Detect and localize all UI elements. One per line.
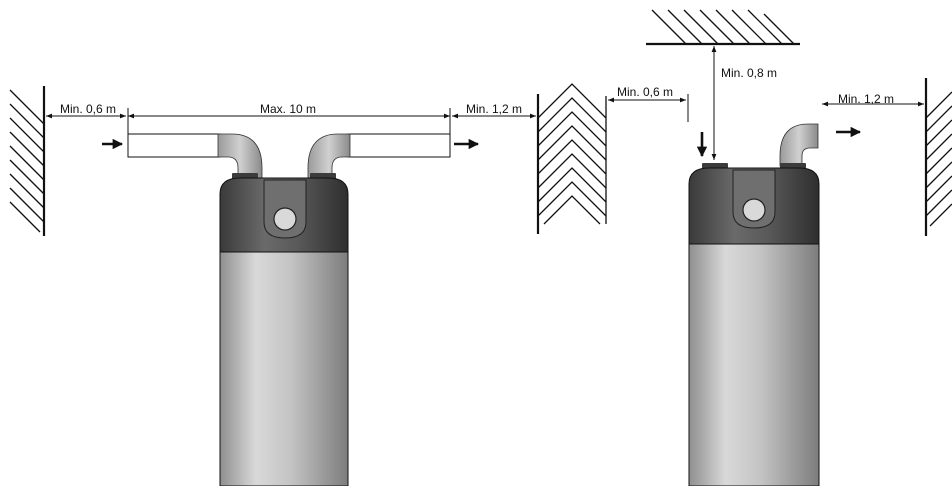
left-ducts [127,133,451,179]
left-outlet-clearance-label: Min. 1,2 m [466,102,522,116]
right-heat-pump-tank [688,163,820,487]
left-wall-hatch [9,86,46,236]
right-installation: Min. 0,8 m Min. 0,6 m Min. 1,2 m [608,9,952,487]
ceiling-clearance-label: Min. 0,8 m [721,66,777,80]
left-wall-clearance-label: Min. 0,6 m [60,102,116,116]
left-heat-pump-tank [219,173,349,487]
left-dimension-lines [46,108,536,136]
right-outlet-clearance-label: Min. 1,2 m [838,92,894,106]
tank-handle-icon [273,207,297,231]
right-outlet-elbow [779,123,819,167]
right-wall-clearance-label: Min. 0,6 m [617,85,673,99]
left-installation: Min. 0,6 m Max. 10 m Min. 1,2 m [9,83,607,487]
tank-handle-icon [742,198,766,222]
right-wall-hatch [924,78,952,236]
right-flow-arrows [696,126,862,158]
max-duct-length-label: Max. 10 m [260,102,316,116]
middle-wall-hatch [536,83,607,234]
right-dimension-lines [608,46,924,160]
ceiling-hatch [646,9,800,46]
